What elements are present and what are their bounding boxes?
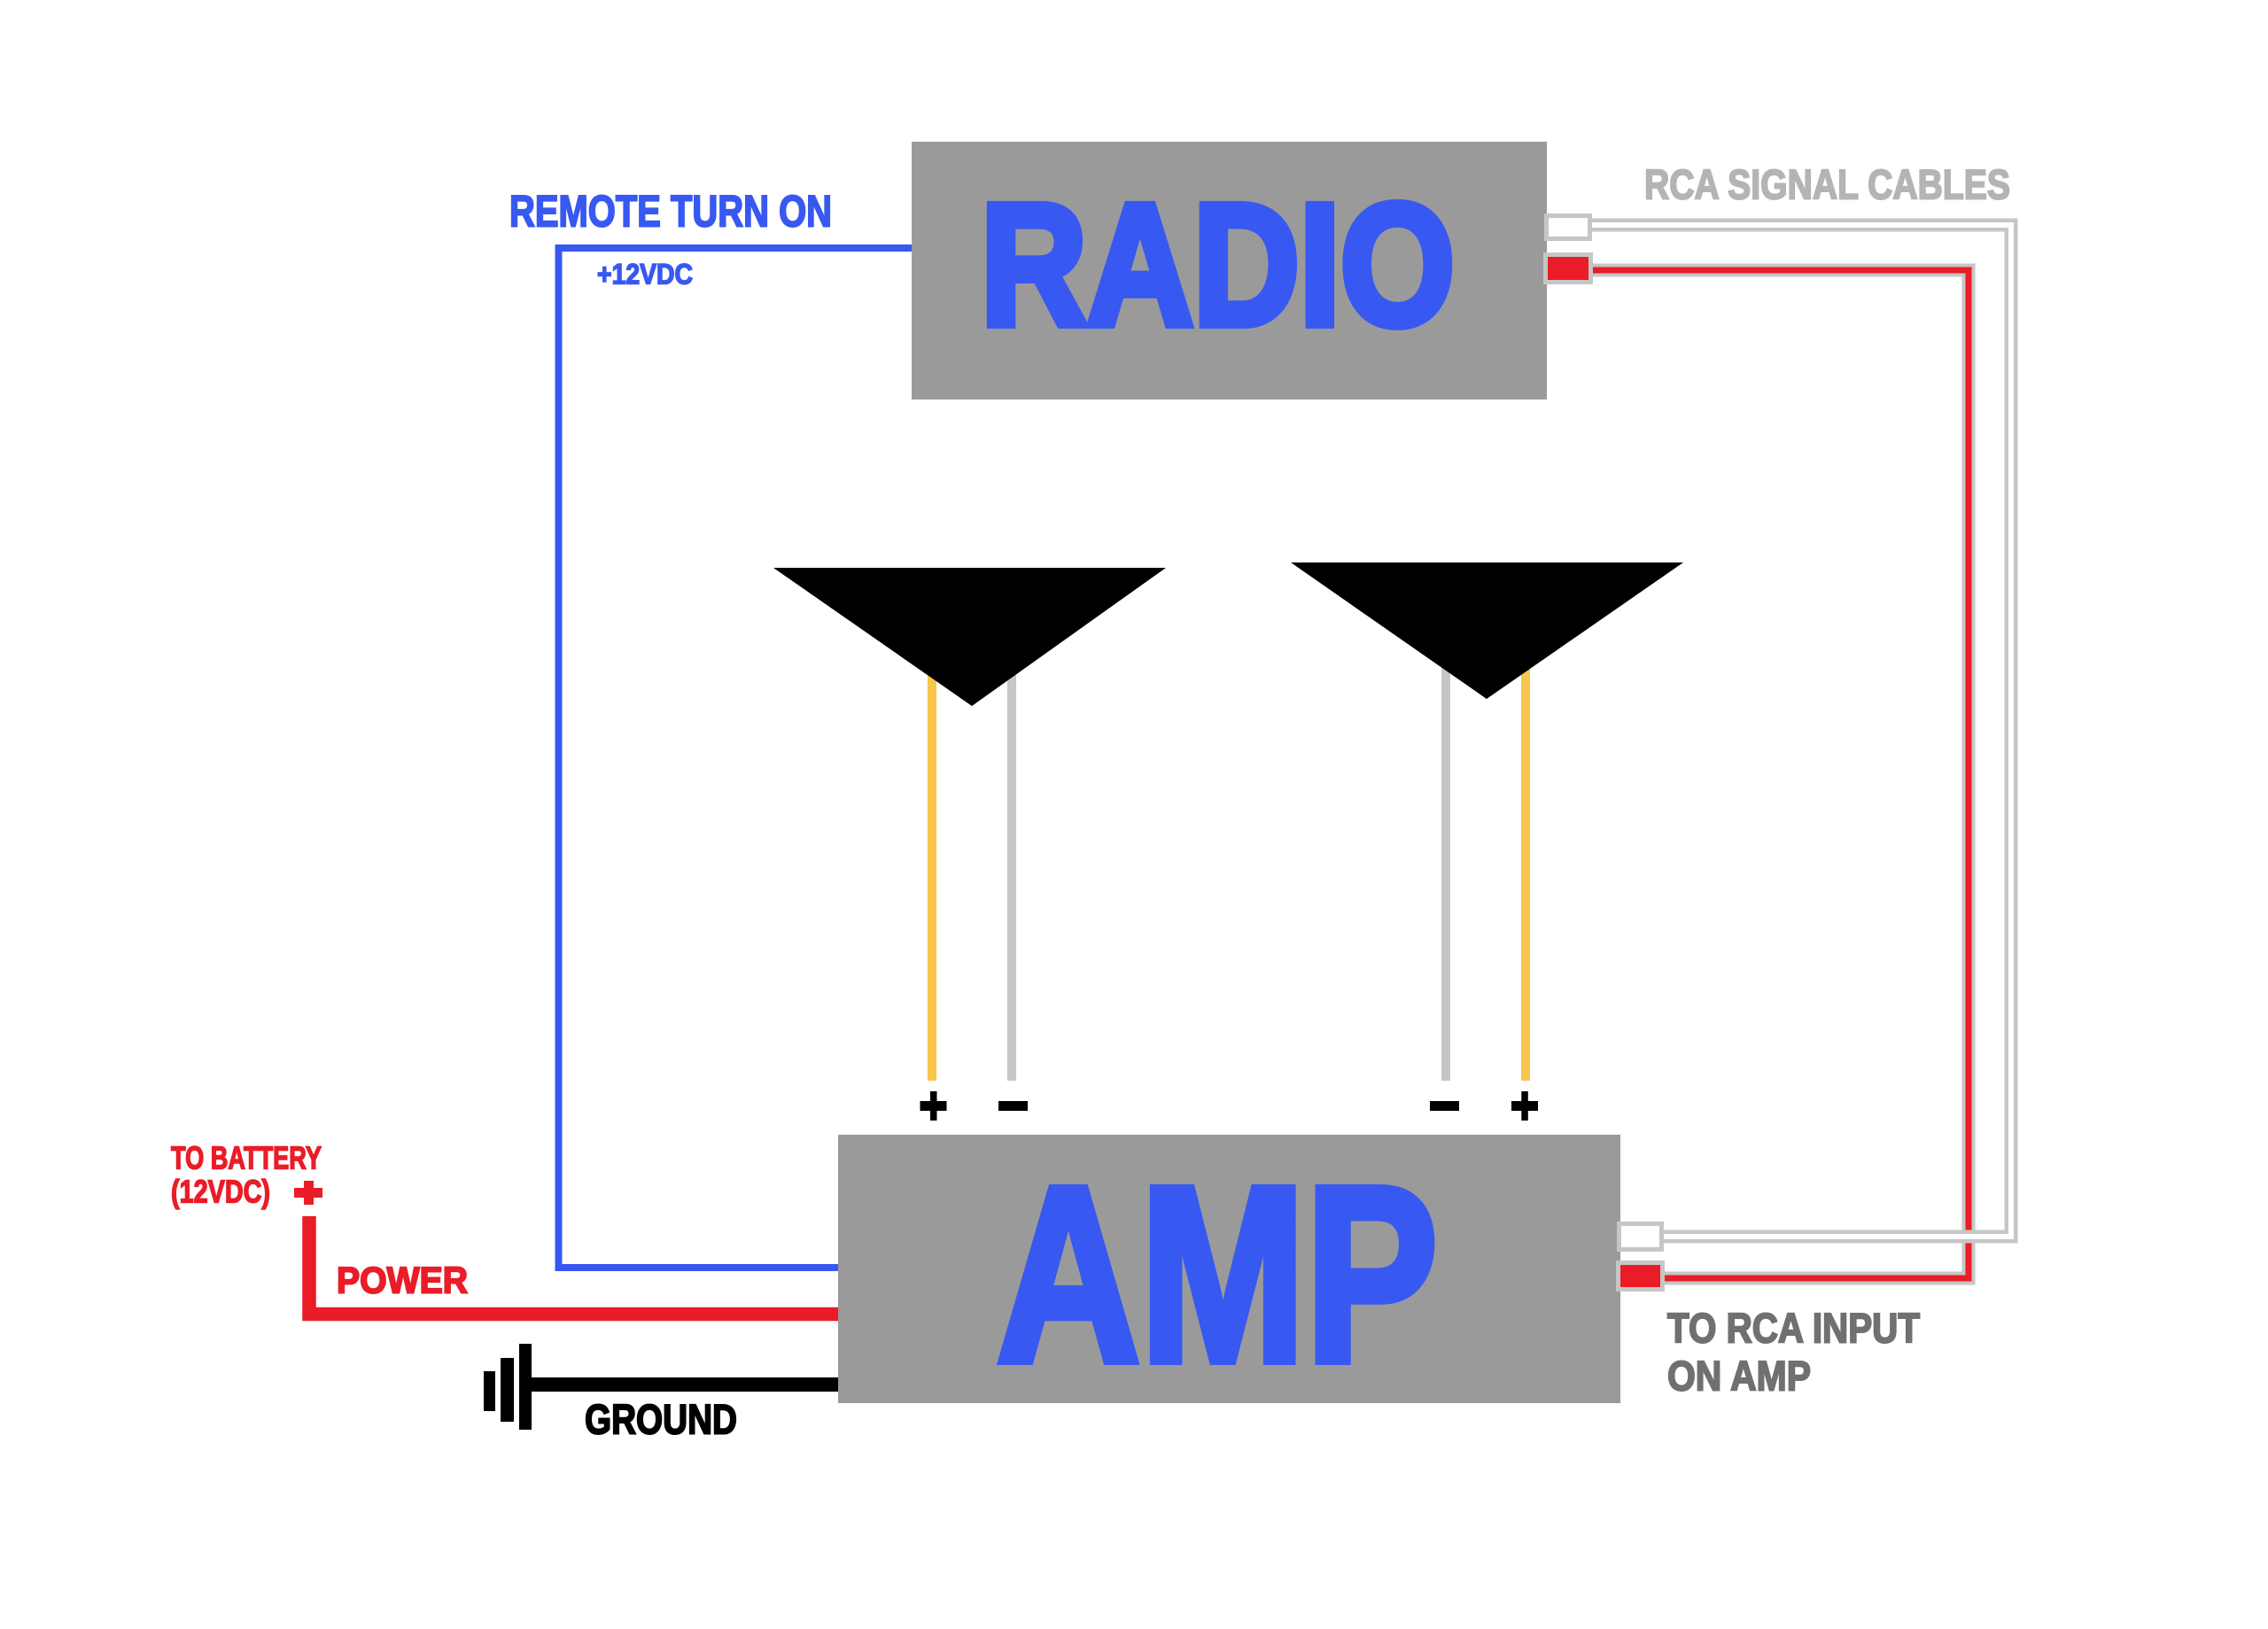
svg-text:RCA SIGNAL CABLES: RCA SIGNAL CABLES [1644,161,2010,208]
svg-text:+12VDC: +12VDC [597,259,693,291]
svg-text:ON AMP: ON AMP [1667,1353,1811,1400]
svg-text:RADIO: RADIO [981,168,1455,361]
svg-text:(12VDC): (12VDC) [171,1174,270,1210]
svg-text:GROUND: GROUND [585,1396,737,1443]
svg-text:REMOTE TURN ON: REMOTE TURN ON [509,187,832,237]
svg-text:TO RCA INPUT: TO RCA INPUT [1667,1305,1920,1352]
svg-text:TO BATTERY: TO BATTERY [171,1140,322,1176]
svg-text:POWER: POWER [337,1260,468,1301]
svg-text:AMP: AMP [997,1135,1438,1414]
